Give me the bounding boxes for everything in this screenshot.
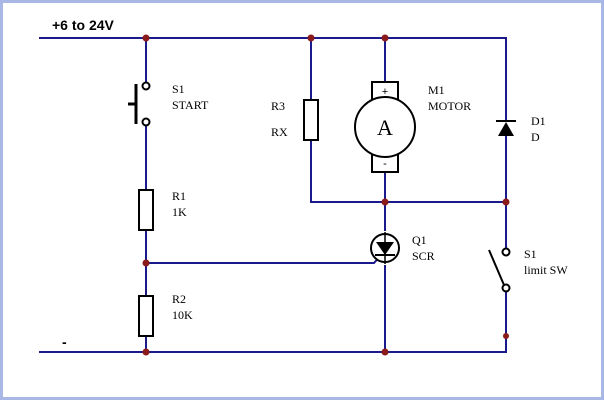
- q1-ref: Q1: [412, 233, 427, 247]
- junction-dot: [142, 348, 150, 356]
- s1-start-switch: [128, 81, 151, 127]
- r2-resistor: [138, 295, 154, 337]
- r1-ref: R1: [172, 189, 186, 203]
- m1-motor: A + -: [354, 81, 416, 173]
- d1-value: D: [531, 130, 540, 144]
- junction-dot: [502, 198, 510, 206]
- r1-resistor: [138, 189, 154, 231]
- junction-dot: [381, 348, 389, 356]
- motor-plus-sign: +: [382, 86, 388, 98]
- limit-switch-contact-top: [501, 247, 511, 257]
- junction-dot: [503, 333, 509, 339]
- r3-value: RX: [271, 125, 288, 139]
- positive-rail-label: +6 to 24V: [52, 17, 115, 33]
- s1-start-contact-bottom: [141, 117, 151, 127]
- r3-ref: R3: [271, 99, 285, 113]
- junctions: [142, 34, 510, 356]
- motor-symbol: A: [377, 115, 393, 140]
- r2-value: 10K: [172, 308, 193, 322]
- s1-limit-ref: S1: [524, 247, 537, 261]
- junction-dot: [381, 198, 389, 206]
- r3-resistor: [303, 99, 319, 141]
- q1-value: SCR: [412, 249, 435, 263]
- r2-ref: R2: [172, 292, 186, 306]
- junction-dot: [381, 34, 389, 42]
- limit-switch-blade: [488, 249, 505, 286]
- r1-value: 1K: [172, 205, 187, 219]
- s1-limit-switch: [488, 247, 511, 293]
- motor-minus-sign: -: [383, 158, 387, 170]
- junction-dot: [142, 34, 150, 42]
- s1-start-contact-top: [141, 81, 151, 91]
- limit-switch-contact-bottom: [501, 283, 511, 293]
- s1-start-ref: S1: [172, 82, 185, 96]
- s1-start-value: START: [172, 98, 209, 112]
- wire-gate: [145, 252, 384, 264]
- diode-triangle: [498, 122, 514, 136]
- d1-ref: D1: [531, 114, 546, 128]
- motor-body: [354, 96, 416, 158]
- q1-scr: [370, 232, 400, 264]
- negative-rail-label: -: [62, 334, 67, 350]
- scr-triangle: [376, 242, 394, 255]
- junction-dot: [142, 259, 150, 267]
- d1-diode: [496, 120, 516, 136]
- m1-ref: M1: [428, 83, 445, 97]
- s1-limit-value: limit SW: [524, 263, 568, 277]
- m1-value: MOTOR: [428, 99, 471, 113]
- junction-dot: [307, 34, 315, 42]
